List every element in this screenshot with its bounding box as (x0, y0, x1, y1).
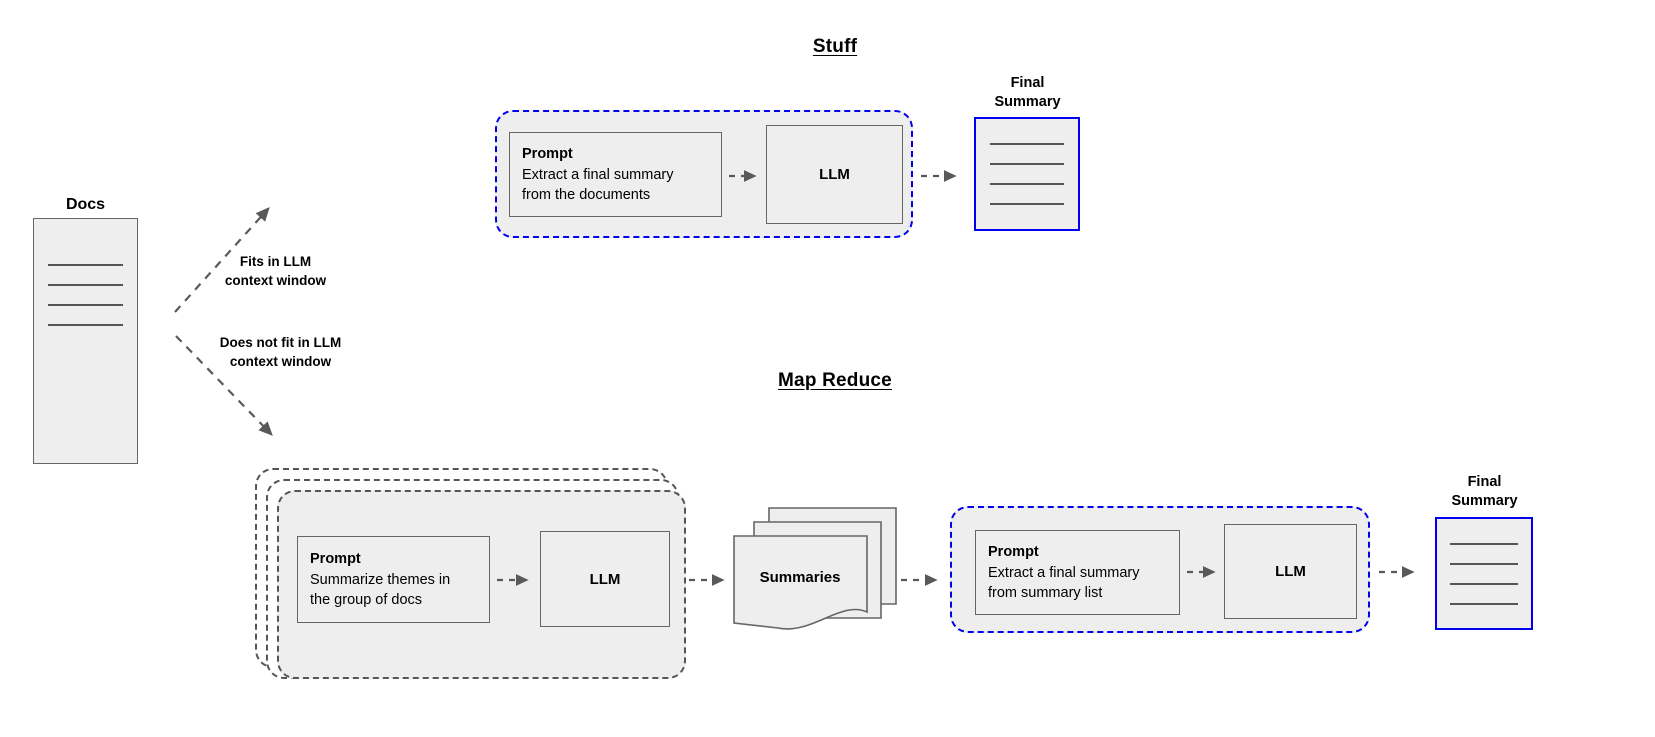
summaries-arrow-to-reduce-icon (901, 574, 938, 586)
stuff-arrow-llm-to-summary-icon (921, 170, 957, 182)
section-title-stuff: Stuff (812, 36, 858, 57)
stuff-prompt-body: Extract a final summary from the documen… (522, 167, 674, 203)
reduce-arrow-prompt-to-llm-icon (1187, 566, 1216, 578)
stuff-summary-rule-2 (990, 163, 1064, 166)
stuff-prompt-title: Prompt (522, 145, 573, 162)
stuff-prompt-box: Prompt Extract a final summary from the … (509, 132, 722, 217)
map-arrow-llm-to-summaries-icon (689, 574, 725, 586)
branch-label-fits: Fits in LLM context window (224, 254, 327, 288)
summaries-label: Summaries (760, 569, 841, 586)
map-llm-box: LLM (540, 531, 670, 627)
map-prompt-body: Summarize themes in the group of docs (310, 572, 451, 608)
docs-panel (33, 218, 138, 464)
reduce-summary-rule-1 (1450, 543, 1518, 546)
map-prompt-title: Prompt (310, 550, 361, 567)
stuff-llm-box: LLM (766, 125, 903, 224)
stuff-final-summary-label: Final Summary (994, 75, 1061, 111)
reduce-prompt-box: Prompt Extract a final summary from summ… (975, 530, 1180, 615)
stuff-llm-label: LLM (819, 166, 850, 183)
summaries-stack-icon: Summaries (733, 507, 897, 630)
reduce-summary-rule-4 (1450, 603, 1518, 606)
stuff-final-summary-panel (974, 117, 1080, 231)
reduce-final-summary-label: Final Summary (1451, 474, 1518, 510)
reduce-llm-label: LLM (1275, 563, 1306, 580)
docs-rule-2 (48, 284, 123, 287)
map-prompt-box: Prompt Summarize themes in the group of … (297, 536, 490, 623)
stuff-arrow-prompt-to-llm-icon (729, 170, 757, 182)
map-arrow-prompt-to-llm-icon (497, 574, 529, 586)
reduce-llm-box: LLM (1224, 524, 1357, 619)
branch-label-does-not-fit: Does not fit in LLM context window (219, 335, 342, 369)
reduce-arrow-to-final-icon (1379, 566, 1415, 578)
map-llm-label: LLM (589, 570, 621, 588)
reduce-summary-rule-2 (1450, 563, 1518, 566)
docs-label: Docs (65, 196, 106, 213)
reduce-final-summary-panel (1435, 517, 1533, 630)
section-title-map-reduce: Map Reduce (778, 370, 892, 391)
reduce-prompt-title: Prompt (988, 543, 1039, 560)
reduce-prompt-body: Extract a final summary from summary lis… (988, 565, 1140, 601)
docs-rule-1 (48, 264, 123, 267)
stuff-summary-rule-4 (990, 203, 1064, 206)
docs-rule-4 (48, 324, 123, 327)
docs-rule-3 (48, 304, 123, 307)
stuff-summary-rule-1 (990, 143, 1064, 146)
branch-arrow-down-icon (175, 335, 273, 436)
stuff-summary-rule-3 (990, 183, 1064, 186)
reduce-summary-rule-3 (1450, 583, 1518, 586)
